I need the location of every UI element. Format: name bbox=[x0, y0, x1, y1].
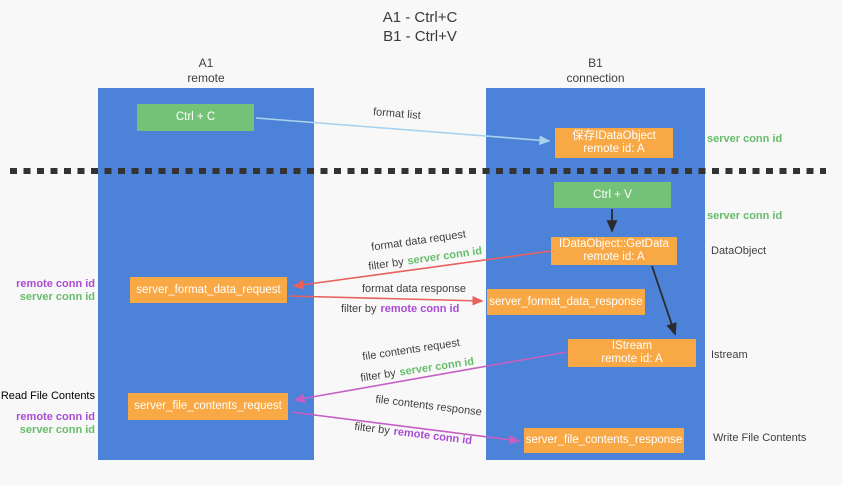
label-read-file-contents-block: Read File Contents bbox=[0, 390, 95, 403]
arrow-label-format-data-response: format data response bbox=[362, 283, 466, 295]
node-istream-line2: remote id: A bbox=[601, 353, 663, 365]
node-save-idataobject-line2: remote id: A bbox=[583, 143, 645, 155]
node-server-file-contents-request-label: server_file_contents_request bbox=[134, 400, 282, 412]
node-save-idataobject: 保存IDataObject remote id: A bbox=[555, 128, 673, 158]
lane-b1-header: B1 connection bbox=[486, 56, 705, 86]
node-server-file-contents-response: server_file_contents_response bbox=[524, 428, 684, 453]
lane-b1-subtitle: connection bbox=[566, 71, 625, 85]
node-server-format-data-response-label: server_format_data_response bbox=[489, 295, 643, 308]
node-ctrl-c-label: Ctrl + C bbox=[175, 111, 216, 123]
remote-conn-id-text-2: remote conn id bbox=[380, 303, 460, 315]
lane-a1-header: A1 remote bbox=[98, 56, 314, 86]
label-server-conn-id-top: server conn id bbox=[707, 133, 783, 145]
label-dataobject: DataObject bbox=[711, 245, 767, 257]
label-block-format-conn-ids: remote conn id server conn id bbox=[0, 278, 95, 304]
node-server-file-contents-request: server_file_contents_request bbox=[128, 393, 288, 420]
arrow-format-data-response bbox=[288, 295, 484, 306]
node-idataobject-getdata-line1: IDataObject::GetData bbox=[559, 238, 669, 250]
label-block-file-conn-ids: remote conn id server conn id bbox=[0, 411, 95, 437]
node-server-format-data-response: server_format_data_response bbox=[487, 289, 645, 315]
diagram-title: A1 - Ctrl+C B1 - Ctrl+V bbox=[320, 8, 520, 46]
node-server-format-data-request: server_format_data_request bbox=[130, 277, 287, 303]
label-remote-conn-id-1: remote conn id bbox=[16, 278, 95, 290]
node-istream-line1: IStream bbox=[611, 340, 653, 352]
label-server-conn-id-mid: server conn id bbox=[707, 210, 783, 222]
label-istream: Istream bbox=[711, 349, 748, 361]
node-istream: IStream remote id: A bbox=[568, 339, 696, 367]
node-save-idataobject-line1: 保存IDataObject bbox=[572, 130, 656, 142]
lane-a1-name: A1 bbox=[198, 56, 214, 70]
label-server-conn-id-2: server conn id bbox=[19, 424, 95, 436]
label-write-file-contents: Write File Contents bbox=[713, 432, 807, 444]
arrow-file-contents-response bbox=[290, 411, 521, 445]
arrow-file-contents-request bbox=[293, 351, 568, 404]
arrow-format-data-request bbox=[292, 250, 552, 290]
node-server-format-data-request-label: server_format_data_request bbox=[136, 283, 281, 296]
lane-b1-name: B1 bbox=[588, 56, 603, 70]
node-server-file-contents-response-label: server_file_contents_response bbox=[525, 434, 683, 446]
arrow-getdata-to-istream bbox=[651, 265, 677, 336]
node-idataobject-getdata-line2: remote id: A bbox=[583, 251, 645, 263]
label-remote-conn-id-2: remote conn id bbox=[16, 411, 95, 423]
lane-a1-subtitle: remote bbox=[187, 71, 225, 85]
node-ctrl-c: Ctrl + C bbox=[137, 104, 254, 131]
filter-by-text-2: filter by bbox=[341, 303, 377, 315]
node-ctrl-v-label: Ctrl + V bbox=[593, 188, 632, 201]
arrow-format-list bbox=[255, 117, 551, 146]
label-server-conn-id-1: server conn id bbox=[19, 291, 95, 303]
diagram-title-line1: A1 - Ctrl+C bbox=[382, 9, 458, 26]
diagram-title-line2: B1 - Ctrl+V bbox=[383, 28, 457, 45]
node-ctrl-v: Ctrl + V bbox=[554, 182, 671, 208]
label-read-file-contents: Read File Contents bbox=[0, 390, 95, 402]
node-idataobject-getdata: IDataObject::GetData remote id: A bbox=[551, 237, 677, 265]
